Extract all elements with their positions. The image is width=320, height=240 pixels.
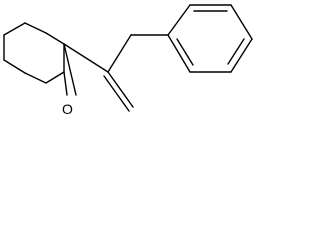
ring-bond xyxy=(45,32,65,45)
chain-bond xyxy=(63,43,109,73)
epoxide-bond xyxy=(63,43,77,96)
benzene-double-bond xyxy=(227,38,245,65)
ring-bond xyxy=(24,22,47,34)
ring-bond xyxy=(24,72,47,84)
chain-bond xyxy=(107,34,132,73)
structure-svg: O xyxy=(3,4,253,117)
benzene-bond xyxy=(230,38,253,73)
chemical-structure-diagram: O xyxy=(0,0,256,121)
double-bond-outer xyxy=(107,71,134,108)
ring-bond xyxy=(3,22,26,36)
oxygen-atom-label: O xyxy=(62,101,73,117)
double-bond-inner xyxy=(103,75,130,112)
ring-bond xyxy=(45,71,65,84)
benzene-bond xyxy=(230,4,253,40)
benzene-double-bond xyxy=(176,38,194,66)
benzene-bond xyxy=(167,34,191,73)
epoxide-bond xyxy=(63,71,68,96)
benzene-bond xyxy=(167,4,191,36)
ring-bond xyxy=(3,59,26,74)
